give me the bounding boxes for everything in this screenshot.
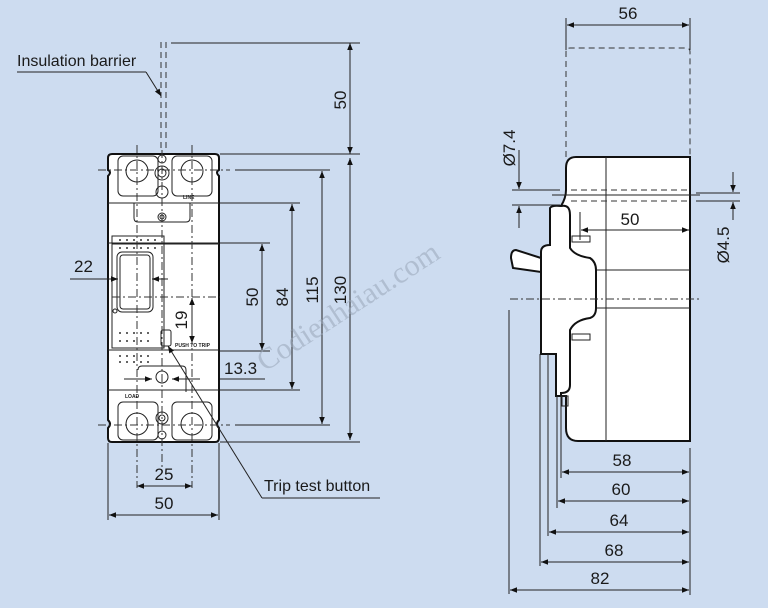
side-view: 56 bbox=[509, 4, 700, 442]
front-view: LINE PUSH TO TRIP LOAD bbox=[98, 42, 360, 488]
line-marking: LINE bbox=[183, 195, 195, 201]
insulation-barrier-label: Insulation barrier bbox=[17, 53, 137, 70]
dim-overall-width: 50 bbox=[155, 494, 174, 513]
front-dimensions: 50 130 115 84 50 19 13.3 22 25 bbox=[70, 43, 360, 520]
dim-depth-60: 60 bbox=[612, 480, 631, 499]
dim-handle-width: 22 bbox=[74, 257, 93, 276]
dim-barrier-width: 56 bbox=[619, 4, 638, 23]
callouts: Insulation barrier Trip test button bbox=[17, 53, 380, 499]
dim-depth-68: 68 bbox=[605, 541, 624, 560]
dim-mid-offset: 13.3 bbox=[224, 359, 257, 378]
dim-inner-height: 84 bbox=[273, 288, 292, 307]
dim-depth-64: 64 bbox=[610, 511, 629, 530]
dim-terminal-depth: 50 bbox=[621, 210, 640, 229]
dim-hole-large: Ø7.4 bbox=[500, 130, 519, 167]
dim-hole-small: Ø4.5 bbox=[714, 227, 733, 264]
dim-handle-travel: 50 bbox=[243, 288, 262, 307]
dim-barrier-height: 50 bbox=[331, 91, 350, 110]
dim-depth-58: 58 bbox=[613, 451, 632, 470]
dim-depth-82: 82 bbox=[591, 569, 610, 588]
trip-test-button bbox=[160, 329, 172, 347]
push-to-trip-marking: PUSH TO TRIP bbox=[175, 343, 211, 349]
load-marking: LOAD bbox=[125, 394, 140, 400]
trip-test-button-label: Trip test button bbox=[264, 478, 370, 495]
dim-pole-pitch: 25 bbox=[155, 465, 174, 484]
dim-overall-height: 130 bbox=[331, 276, 350, 304]
side-dimensions: Ø7.4 Ø4.5 50 58 60 64 68 82 bbox=[500, 130, 740, 595]
dim-button-offset: 19 bbox=[172, 311, 191, 330]
dim-terminal-height: 115 bbox=[303, 276, 322, 303]
